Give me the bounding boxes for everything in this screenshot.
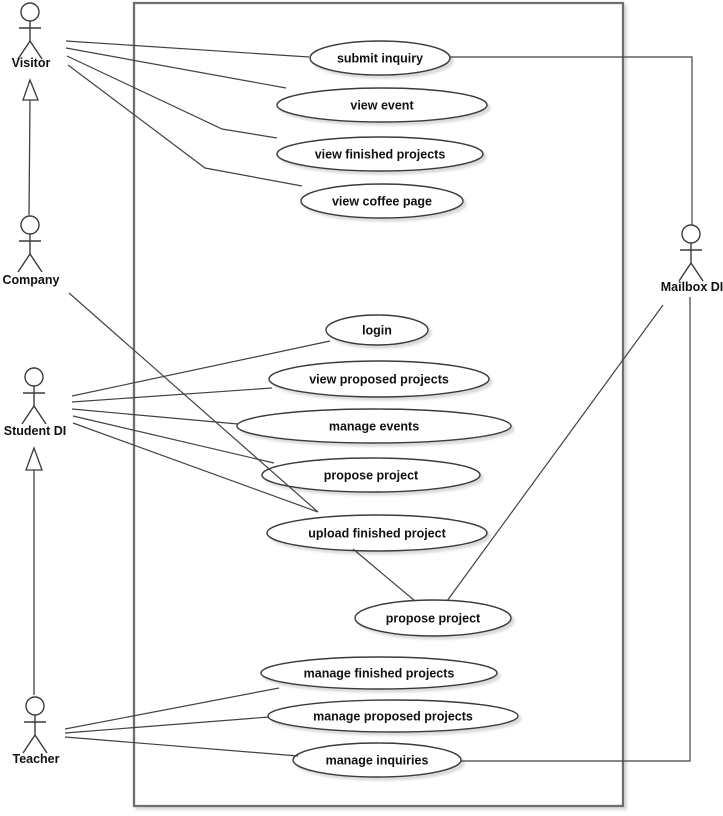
- actor-label: Visitor: [12, 56, 51, 70]
- usecase-view-event: view event: [276, 87, 488, 123]
- usecase-ellipse: [266, 514, 488, 552]
- usecase-manage-finished-projects: manage finished projects: [260, 656, 498, 690]
- association-company--upload-finished-project: [68, 292, 319, 513]
- stick-figure-icon: [17, 2, 43, 60]
- usecase-ellipse: [267, 699, 519, 733]
- usecase-upload-finished-project: upload finished project: [266, 514, 488, 552]
- actor-student-di: Student DI: [4, 367, 67, 438]
- usecase-ellipse: [309, 40, 451, 76]
- usecase-label: submit inquiry: [337, 52, 423, 66]
- usecase-view-coffee-page: view coffee page: [300, 183, 464, 219]
- usecase-propose-project-1: propose project: [261, 457, 481, 493]
- usecase-manage-proposed-projects: manage proposed projects: [267, 699, 519, 733]
- usecase-label: login: [362, 324, 392, 338]
- association-mailbox-di--manage-inquiries: [461, 297, 691, 762]
- usecase-ellipse: [325, 314, 429, 346]
- association-student-di--view-proposed-projects: [71, 387, 273, 403]
- usecase-manage-events: manage events: [236, 408, 512, 444]
- usecase-label: manage proposed projects: [313, 710, 473, 724]
- usecase-label: view proposed projects: [309, 373, 449, 387]
- generalization-company--visitor: [22, 78, 39, 216]
- stick-figure-icon: [21, 367, 47, 425]
- usecase-ellipse: [236, 408, 512, 444]
- association-visitor--submit-inquiry: [65, 40, 310, 58]
- association-upload-finished-project--propose-project-2: [352, 548, 416, 602]
- usecase-ellipse: [276, 87, 488, 123]
- association-mailbox-di--propose-project-2: [446, 304, 664, 602]
- usecase-label: upload finished project: [308, 527, 446, 541]
- usecase-submit-inquiry: submit inquiry: [309, 40, 451, 76]
- actor-label: Mailbox DI: [661, 280, 723, 294]
- usecase-ellipse: [276, 136, 484, 172]
- usecase-ellipse: [261, 457, 481, 493]
- association-teacher--manage-proposed-projects: [64, 716, 270, 734]
- usecase-ellipse: [268, 360, 490, 398]
- usecase-label: view coffee page: [332, 195, 432, 209]
- association-visitor--view-coffee-page: [67, 64, 303, 187]
- hollow-triangle-arrow-icon: [25, 446, 43, 471]
- actor-visitor: Visitor: [12, 2, 51, 70]
- usecase-ellipse: [300, 183, 464, 219]
- usecase-ellipse: [292, 742, 462, 778]
- association-student-di--upload-finished-project: [72, 422, 319, 513]
- stick-figure-icon: [22, 696, 48, 754]
- usecase-login: login: [325, 314, 429, 346]
- usecase-label: view event: [350, 99, 414, 113]
- usecase-view-proposed-projects: view proposed projects: [268, 360, 490, 398]
- association-student-di--manage-events: [71, 408, 239, 425]
- association-teacher--manage-inquiries: [64, 736, 299, 757]
- usecase-view-finished-projects: view finished projects: [276, 136, 484, 172]
- usecase-propose-project-2: propose project: [354, 599, 512, 637]
- actor-label: Company: [3, 273, 60, 287]
- actor-company: Company: [3, 215, 60, 287]
- actor-label: Teacher: [12, 752, 59, 766]
- association-submit-inquiry--mailbox-di: [450, 56, 693, 225]
- stick-figure-icon: [17, 215, 43, 273]
- usecase-manage-inquiries: manage inquiries: [292, 742, 462, 778]
- usecase-label: propose project: [386, 612, 481, 626]
- stick-figure-icon: [678, 224, 704, 282]
- association-visitor--view-event: [65, 47, 287, 89]
- generalization-line: [28, 99, 31, 216]
- actor-label: Student DI: [4, 424, 67, 438]
- usecase-label: view finished projects: [315, 148, 446, 162]
- usecase-label: manage finished projects: [304, 667, 455, 681]
- usecase-ellipse: [354, 599, 512, 637]
- usecase-label: manage events: [329, 420, 419, 434]
- usecase-label: propose project: [324, 469, 419, 483]
- association-teacher--manage-finished-projects: [64, 687, 280, 730]
- association-visitor--view-finished-projects: [66, 55, 278, 139]
- actor-mailbox-di: Mailbox DI: [661, 224, 723, 294]
- actor-teacher: Teacher: [12, 696, 60, 766]
- generalization-teacher--student-di: [25, 446, 43, 695]
- hollow-triangle-arrow-icon: [22, 78, 39, 101]
- association-student-di--propose-project-1: [72, 415, 275, 464]
- usecase-ellipse: [260, 656, 498, 690]
- association-student-di--login: [71, 340, 331, 397]
- usecase-label: manage inquiries: [326, 754, 429, 768]
